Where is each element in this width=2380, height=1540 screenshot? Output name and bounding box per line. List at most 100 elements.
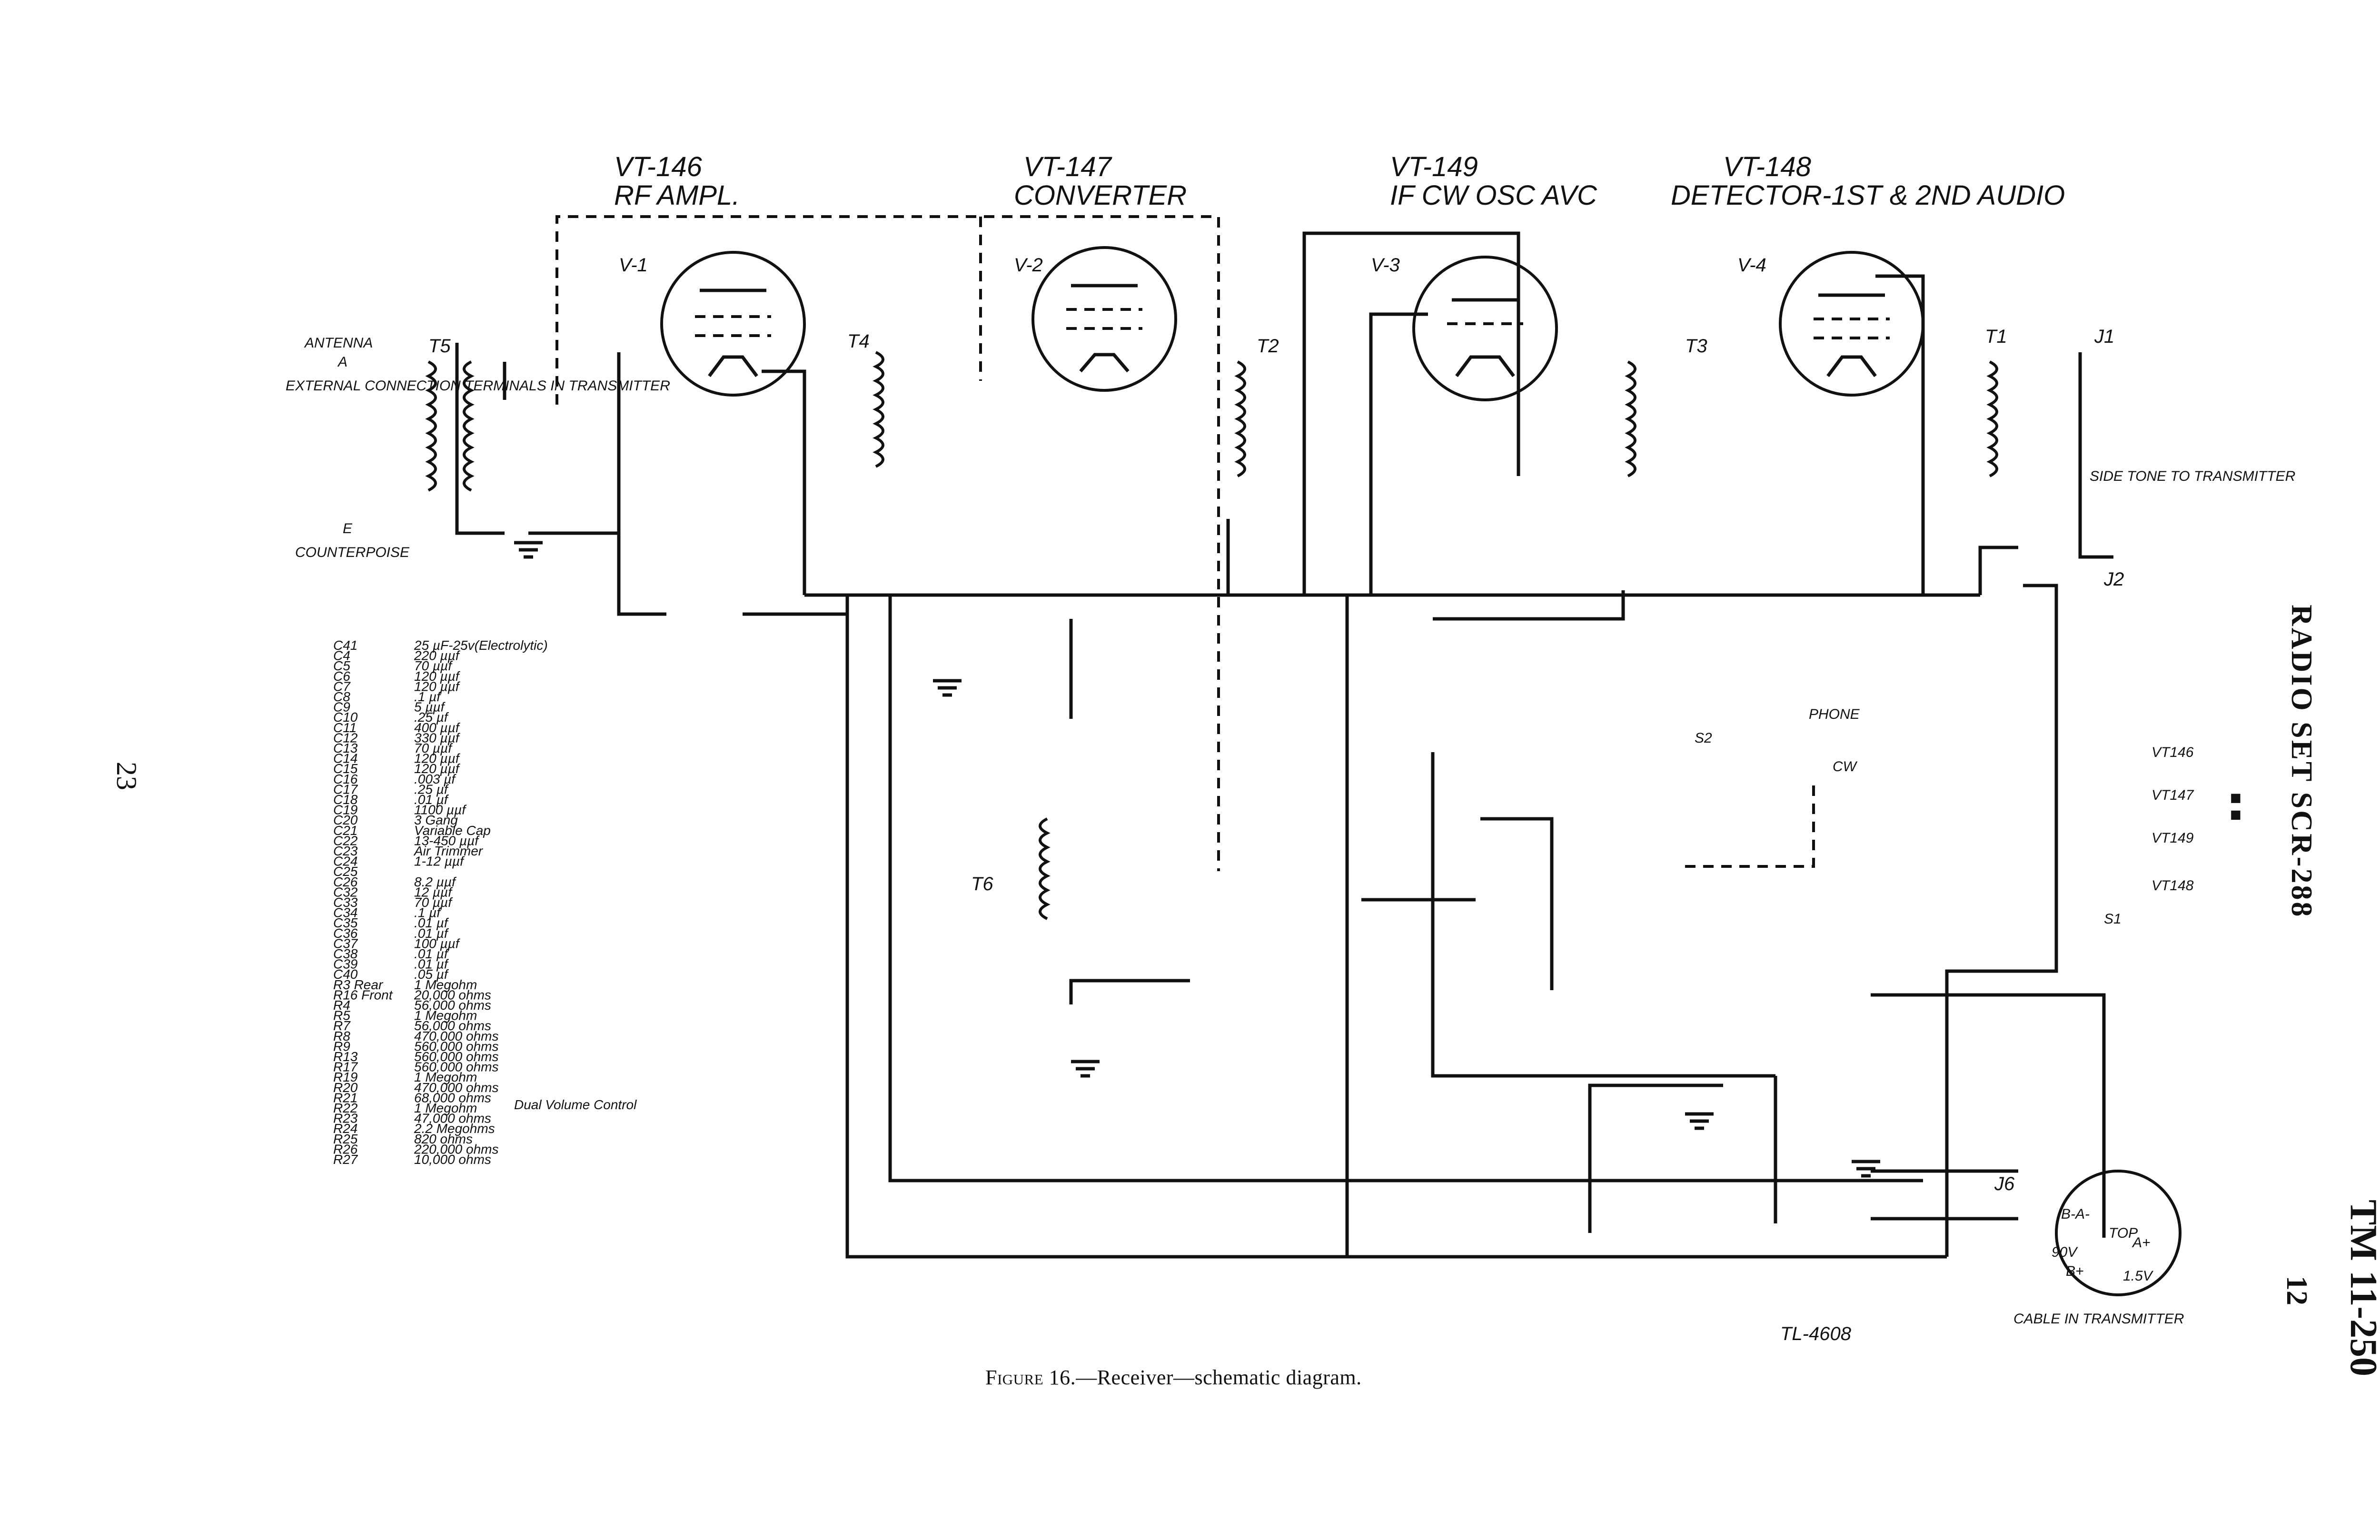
- battery-terminal-1-5v: 1.5V: [2123, 1268, 2154, 1284]
- legend-ref: C35: [333, 915, 358, 930]
- legend-value: 1-12 µµf: [414, 854, 465, 869]
- legend-ref: C15: [333, 761, 358, 776]
- legend-ref: C11: [333, 720, 357, 735]
- legend-value: 1100 µµf: [414, 803, 467, 817]
- legend-value: 10,000 ohms: [414, 1152, 491, 1167]
- battery-terminal-b-plus: B+: [2066, 1263, 2084, 1279]
- legend-value: 560,000 ohms: [414, 1049, 498, 1064]
- legend-ref: C36: [333, 926, 358, 941]
- legend-ref: R25: [333, 1132, 358, 1146]
- legend-value: 470,000 ohms: [414, 1080, 498, 1095]
- tube-v2-type: VT-147: [1023, 151, 1113, 182]
- tube-headers: VT-146 RF AMPL. VT-147 CONVERTER VT-149 …: [614, 151, 2065, 211]
- transformer-t6: T6: [971, 874, 993, 894]
- legend-value: 13-450 µµf: [414, 833, 480, 848]
- legend-ref: C26: [333, 874, 358, 889]
- legend-value: .1 µf: [414, 689, 442, 704]
- tube-v2-function: CONVERTER: [1014, 180, 1187, 211]
- legend-value: 470,000 ohms: [414, 1029, 498, 1043]
- legend-ref: R3 Rear: [333, 977, 384, 992]
- battery-terminal-90v: 90V: [2052, 1244, 2078, 1260]
- legend-ref: R9: [333, 1039, 350, 1053]
- legend-ref: C20: [333, 813, 358, 827]
- vacuum-tubes: V-1 V-2 V-3 V-4: [619, 246, 1924, 401]
- battery-connector: A- B- TOP A+ 90V B+ 1.5V: [2052, 1170, 2182, 1296]
- transformer-t2: T2: [1257, 336, 1279, 357]
- filament-vt147: VT147: [2152, 787, 2194, 803]
- legend-value: Air Trimmer: [413, 844, 484, 858]
- legend-ref: C12: [333, 730, 358, 745]
- legend-ref: R21: [333, 1090, 357, 1105]
- legend-value: 2.2 Megohms: [414, 1121, 495, 1136]
- legend-value: 820 ohms: [414, 1132, 473, 1146]
- legend-ref: R4: [333, 998, 350, 1013]
- margin-dots: ■ ■: [2226, 793, 2247, 821]
- legend-value: 1 Megohm: [414, 1070, 477, 1084]
- legend-ref: R13: [333, 1049, 358, 1064]
- caption-figure: Figure 16.: [985, 1366, 1076, 1389]
- filament-vt148: VT148: [2152, 878, 2194, 894]
- legend-value: .05 µf: [414, 967, 449, 982]
- legend-ref: C22: [333, 833, 358, 848]
- legend-ref: C40: [333, 967, 358, 982]
- battery-terminal-a-minus: A-: [2074, 1206, 2090, 1222]
- legend-ref: R22: [333, 1101, 358, 1115]
- tube-v2-label: V-2: [1014, 255, 1043, 276]
- legend-value: .01 µf: [414, 957, 449, 972]
- jack-j6: J6: [1994, 1173, 2015, 1194]
- legend-value: .01 µf: [414, 915, 449, 930]
- legend-value: .01 µf: [414, 946, 449, 961]
- battery-terminal-a-plus: A+: [2132, 1235, 2151, 1251]
- legend-ref: R23: [333, 1111, 358, 1126]
- legend-value: 56,000 ohms: [414, 998, 491, 1013]
- legend-ref: C21: [333, 823, 357, 838]
- ground-symbols: [514, 541, 1880, 1178]
- cw-label: CW: [1833, 759, 1858, 775]
- shield-lines: [555, 215, 1815, 871]
- tube-v4-function: DETECTOR-1ST & 2ND AUDIO: [1671, 180, 2065, 211]
- legend-ref: C9: [333, 700, 350, 715]
- jack-j2: J2: [2103, 569, 2124, 590]
- legend-value: 100 µµf: [414, 936, 461, 951]
- legend-ref: R27: [333, 1152, 358, 1167]
- legend-value: .25 µf: [414, 710, 449, 725]
- filament-s1: S1: [2104, 911, 2122, 927]
- battery-terminal-b-minus: B-: [2061, 1206, 2075, 1222]
- drawing-number: TL-4608: [1780, 1323, 1851, 1344]
- tube-v4-label: V-4: [1737, 255, 1766, 276]
- antenna-terminal: A: [337, 354, 347, 370]
- legend-ref: R7: [333, 1018, 351, 1033]
- tube-v3-type: VT-149: [1390, 151, 1478, 182]
- legend-ref: R5: [333, 1008, 350, 1023]
- legend-value: 1 Megohm: [414, 1101, 477, 1115]
- legend-ref: C34: [333, 905, 357, 920]
- wiring: [455, 231, 2113, 1259]
- legend-ref: C24: [333, 854, 357, 869]
- legend-ref: C17: [333, 782, 358, 796]
- legend-value: 220 µµf: [414, 648, 461, 663]
- tube-v1-function: RF AMPL.: [614, 180, 740, 211]
- legend-ref: C23: [333, 844, 358, 858]
- legend-ref: R17: [333, 1060, 358, 1074]
- legend-ref: C4: [333, 648, 350, 663]
- legend-ref: R16 Front: [333, 987, 393, 1002]
- legend-ref: R26: [333, 1142, 358, 1156]
- filament-vt149: VT149: [2152, 830, 2194, 846]
- legend-value: 56,000 ohms: [414, 1018, 491, 1033]
- legend-ref: C16: [333, 772, 358, 786]
- tube-v4: V-4: [1737, 251, 1924, 397]
- switch-s2-label: S2: [1695, 730, 1712, 746]
- legend-value: 5 µµf: [414, 700, 446, 715]
- legend-value: 120 µµf: [414, 669, 461, 684]
- page-number: 23: [111, 762, 142, 790]
- legend-value: 3 Gang: [414, 813, 458, 827]
- transformer-t4: T4: [847, 331, 870, 352]
- legend-value: 400 µµf: [414, 720, 461, 735]
- legend-value: 120 µµf: [414, 761, 461, 776]
- legend-value: .25 µf: [414, 782, 449, 796]
- side-tm-number: TM 11-250: [2342, 1200, 2380, 1377]
- legend-ref: C25: [333, 864, 358, 879]
- legend-value: 560,000 ohms: [414, 1060, 498, 1074]
- transformer-t1: T1: [1985, 326, 2007, 347]
- legend-ref: C7: [333, 679, 351, 694]
